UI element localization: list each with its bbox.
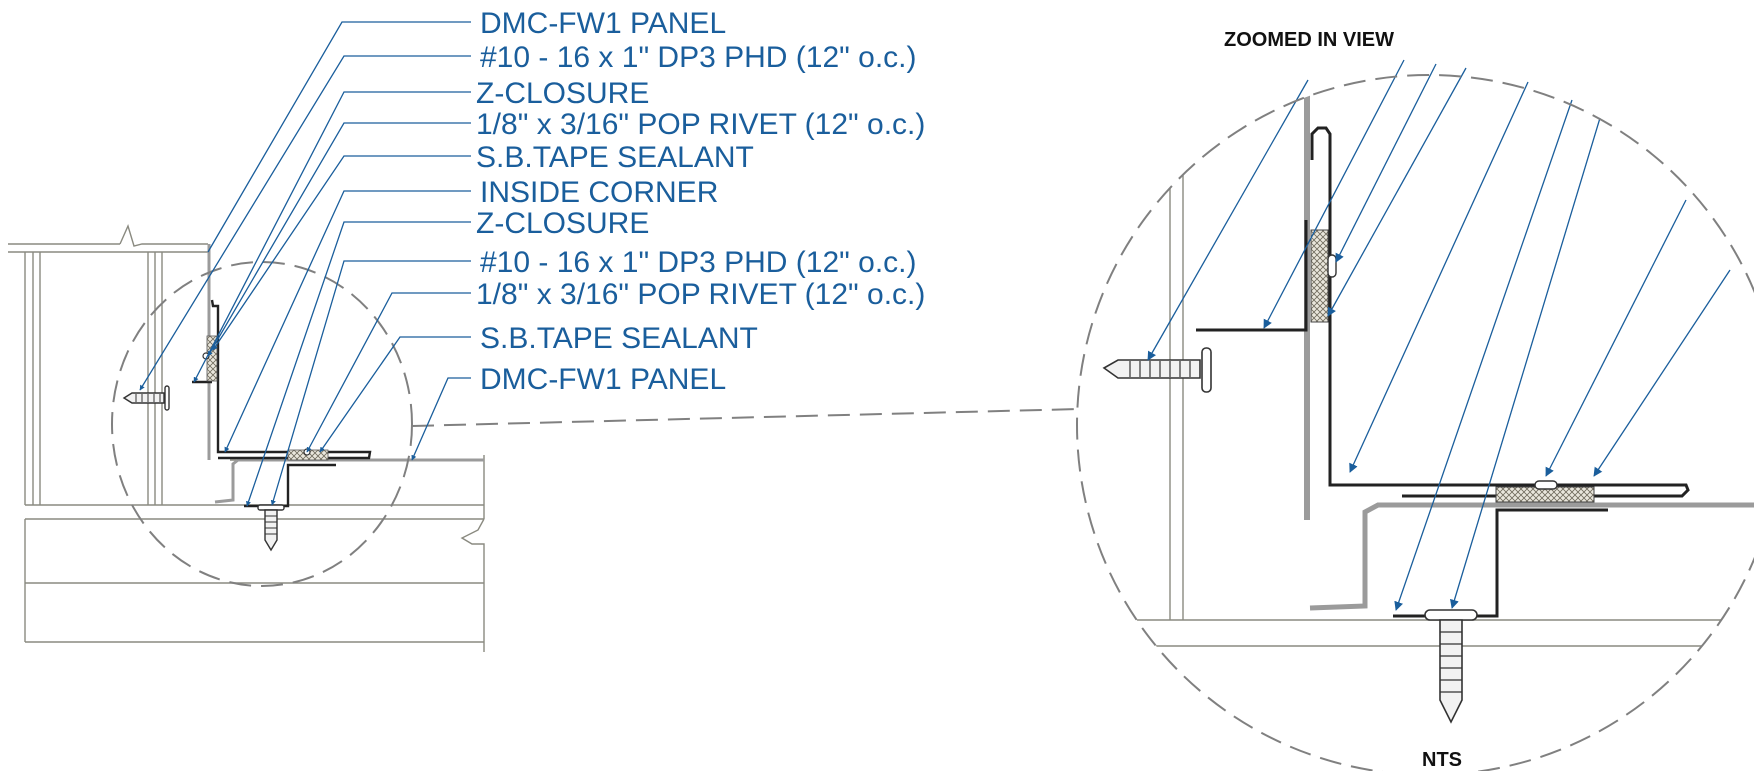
callout-panel-top: DMC-FW1 PANEL (480, 7, 726, 40)
zoom-screw-floor (1424, 609, 1478, 724)
inside-corner (210, 299, 372, 460)
zoom-connector (411, 408, 1081, 427)
screw-wall (122, 385, 170, 411)
zoom-circle-small (111, 261, 413, 587)
zoomed-view: ZOOMED IN VIEW (1076, 29, 1754, 771)
z-closure-lower (244, 463, 336, 508)
callout-panel-bottom: DMC-FW1 PANEL (480, 363, 726, 396)
callout-screw-bottom: #10 - 16 x 1" DP3 PHD (12" o.c.) (480, 246, 916, 279)
callout-screw-top: #10 - 16 x 1" DP3 PHD (12" o.c.) (480, 41, 916, 74)
callout-labels: DMC-FW1 PANEL #10 - 16 x 1" DP3 PHD (12"… (476, 7, 925, 396)
callout-inside-corner: INSIDE CORNER (480, 176, 718, 209)
callout-sealant-bottom: S.B.TAPE SEALANT (480, 322, 758, 355)
screw-floor (257, 504, 285, 552)
callout-rivet-bottom: 1/8" x 3/16" POP RIVET (12" o.c.) (476, 278, 925, 311)
callout-z-closure-top: Z-CLOSURE (476, 77, 649, 110)
zoomed-leaders (1147, 59, 1731, 611)
scale-note: NTS (1422, 749, 1462, 771)
zoom-circle-large (1076, 74, 1754, 771)
callout-rivet-top: 1/8" x 3/16" POP RIVET (12" o.c.) (476, 108, 925, 141)
callout-z-closure-bottom: Z-CLOSURE (476, 207, 649, 240)
callout-sealant-top: S.B.TAPE SEALANT (476, 141, 754, 174)
zoom-screw-wall (1102, 347, 1212, 393)
callout-leaders (139, 21, 471, 507)
zoomed-view-title: ZOOMED IN VIEW (1224, 29, 1394, 51)
wall-framing (8, 223, 208, 505)
